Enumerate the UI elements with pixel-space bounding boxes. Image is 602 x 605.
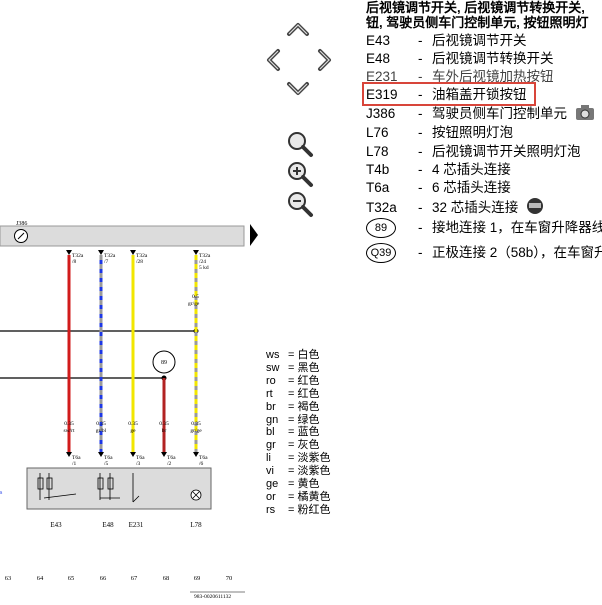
connector-bottom-pin: /1 — [72, 461, 77, 467]
color-code-item: ws= 白色 — [266, 349, 320, 361]
switch-symbol — [97, 477, 104, 490]
column-number: 65 — [68, 575, 75, 582]
column-number: 70 — [226, 575, 233, 582]
color-code-item: gn= 绿色 — [266, 413, 320, 426]
doc-number: 983-0020611132 — [194, 594, 231, 600]
column-number: 67 — [131, 575, 138, 582]
ground-symbol: 89 — [366, 218, 396, 238]
connector-photo-icon[interactable] — [524, 196, 546, 216]
lamp-symbol — [192, 491, 200, 499]
wire-spec: 0.35 — [64, 421, 74, 427]
connector-bottom-label: T6a — [167, 455, 176, 461]
connector-top-pin: /28 — [136, 259, 143, 265]
ground-point-89 — [152, 350, 176, 374]
component-label: E231 — [129, 521, 144, 529]
color-code-item: br= 褐色 — [266, 400, 320, 413]
positive-connection-symbol: Q39 — [366, 243, 396, 263]
zoom-reset-icon[interactable] — [286, 130, 314, 158]
switch-symbol — [132, 495, 140, 503]
color-code-item: vi= 淡紫色 — [266, 465, 331, 478]
column-number: 64 — [37, 575, 44, 582]
header-line-1: 后视镜调节开关, 后视镜调节转换开关, — [366, 0, 585, 15]
column-number: 63 — [5, 575, 12, 582]
connector-arrow — [98, 250, 104, 255]
connector-bottom-pin: /2 — [167, 461, 172, 467]
chevron-left-icon[interactable] — [263, 47, 283, 73]
wire-spec: 0.5 — [192, 294, 199, 300]
connector-arrow — [161, 452, 167, 457]
color-code-item: li= 淡紫色 — [266, 452, 331, 465]
color-code-item: sw= 黑色 — [266, 361, 320, 374]
color-code-item: or= 橘黄色 — [266, 490, 331, 503]
color-code-item: ge= 黄色 — [266, 478, 320, 491]
zoom-in-icon[interactable] — [286, 160, 314, 188]
connector-bottom-pin: /3 — [136, 461, 141, 467]
switch-symbol — [46, 477, 53, 490]
wire-color-code: gr/bl — [96, 428, 107, 434]
control-unit-label: J386 — [16, 221, 27, 227]
connector-bottom-label: T6a — [104, 455, 113, 461]
switch-symbol — [37, 477, 44, 490]
connector-top-label: T32a — [199, 253, 211, 259]
connector-arrow — [66, 250, 72, 255]
column-number: 69 — [194, 575, 201, 582]
component-label: E48 — [102, 521, 114, 529]
off-page-marker: s — [0, 490, 3, 496]
color-code-item: rs= 粉红色 — [266, 503, 331, 516]
highlight-box — [362, 82, 536, 106]
wire-color-code: sw/rt — [64, 428, 75, 434]
switch-housing — [26, 467, 212, 510]
connector-bottom-label: T6a — [136, 455, 145, 461]
connector-top-label: T32a — [104, 253, 116, 259]
column-number: 66 — [100, 575, 107, 582]
connector-arrow — [130, 250, 136, 255]
wire-spec: 0.35 — [191, 421, 201, 427]
column-number: 68 — [163, 575, 170, 582]
control-unit-bar — [0, 225, 245, 247]
connector-bottom-pin: /6 — [199, 461, 204, 467]
connector-arrow — [98, 452, 104, 457]
connector-top-pin: /7 — [104, 259, 109, 265]
connector-arrow — [130, 452, 136, 457]
switch-symbol — [107, 477, 114, 490]
connector-top-pin: /24 — [199, 259, 206, 265]
connector-arrow — [66, 452, 72, 457]
wire-color-code: ge — [130, 428, 136, 434]
connector-extra-pin: 5 kd — [199, 265, 209, 271]
wire-color-code: gr/ge — [190, 428, 202, 434]
chevron-up-icon[interactable] — [285, 20, 311, 38]
camera-icon[interactable] — [574, 102, 596, 122]
connector-bottom-label: T6a — [72, 455, 81, 461]
header-line-2: 钮, 驾驶员侧车门控制单元, 按钮照明灯 — [366, 15, 589, 30]
wire-spec: 0.35 — [96, 421, 106, 427]
color-code-list: ws= 白色 sw= 黑色 ro= 红色 rt= 红色 br= 褐色 gn= 绿… — [266, 349, 330, 517]
wire-color-code: gr/ge — [188, 301, 200, 307]
color-code-item: ro= 红色 — [266, 374, 320, 387]
wire-color-code: br — [162, 428, 167, 434]
wire-spec: 0.35 — [128, 421, 138, 427]
wire-spec: 0.35 — [159, 421, 169, 427]
connector-bottom-pin: /5 — [104, 461, 109, 467]
connector-bottom-label: T6a — [199, 455, 208, 461]
connector-top-label: T32a — [136, 253, 148, 259]
panel-expand-icon[interactable] — [248, 222, 260, 248]
ground-point-label: 89 — [161, 360, 167, 366]
connector-arrow — [193, 250, 199, 255]
component-label: E43 — [50, 521, 62, 529]
control-unit-icon — [17, 232, 25, 240]
chevron-right-icon[interactable] — [315, 47, 335, 73]
connector-arrow — [193, 452, 199, 457]
component-label: L78 — [190, 521, 202, 529]
connector-top-label: T32a — [72, 253, 84, 259]
color-code-item: rt= 红色 — [266, 387, 320, 400]
chevron-down-icon[interactable] — [285, 80, 311, 98]
color-code-item: gr= 灰色 — [266, 439, 320, 452]
color-code-item: bl= 蓝色 — [266, 426, 320, 439]
connector-top-pin: /8 — [72, 259, 77, 265]
switch-symbol — [43, 493, 77, 499]
zoom-out-icon[interactable] — [286, 190, 314, 218]
